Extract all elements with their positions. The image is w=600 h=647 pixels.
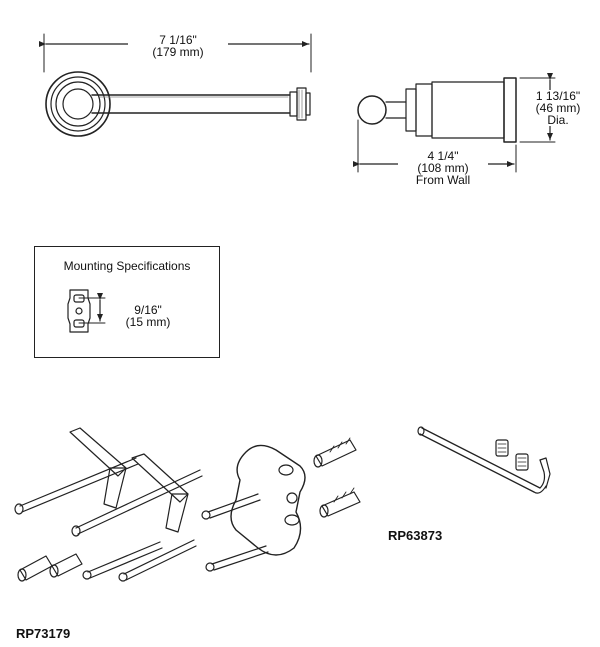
depth-mm: (108 mm): [417, 161, 469, 175]
spacing-inches: 9/16": [134, 303, 162, 317]
holder-side-view: [353, 73, 556, 173]
hardware-kit-rp63873: [417, 426, 551, 494]
hex-key: [419, 427, 541, 493]
toggle-wing-2: [131, 453, 189, 503]
diameter-mm: (46 mm): [535, 101, 581, 115]
width-dimension-label: 7 1/16" (179 mm): [128, 34, 228, 58]
mounting-bracket-sketch: [67, 289, 106, 333]
paper-bar: [91, 94, 291, 114]
wall-anchor-1: [315, 439, 357, 467]
width-inches: 7 1/16": [159, 33, 197, 47]
rosette: [45, 71, 111, 137]
set-screw-1: [495, 439, 509, 457]
mounting-specifications-title: Mounting Specifications: [63, 259, 191, 273]
hardware-kit-rp73179: [14, 427, 361, 582]
diameter-note: Dia.: [547, 113, 569, 127]
side-body: [431, 81, 505, 139]
mounting-bracket: [230, 444, 306, 556]
toggle-wing-1: [69, 427, 127, 477]
wood-screw-2: [123, 539, 197, 581]
width-mm: (179 mm): [152, 45, 204, 59]
set-screw-2: [515, 453, 529, 471]
spacing-mm: (15 mm): [125, 315, 171, 329]
depth-inches: 4 1/4": [427, 149, 459, 163]
small-anchor-1: [19, 555, 53, 581]
part-number-rp63873: RP63873: [388, 528, 443, 543]
bar-end-cap: [296, 87, 307, 121]
depth-dimension-label: 4 1/4" (108 mm) From Wall: [398, 150, 488, 186]
mounting-specifications-box: Mounting Specifications: [34, 246, 220, 358]
long-bolt-1: [19, 457, 139, 513]
wood-screw-1: [87, 541, 163, 579]
bracket-screw-1: [207, 493, 261, 519]
long-bolt-2: [75, 469, 203, 535]
depth-note: From Wall: [415, 173, 471, 187]
diameter-dimension-label: 1 13/16" (46 mm) Dia.: [528, 90, 588, 126]
diameter-inches: 1 13/16": [535, 89, 581, 103]
part-number-rp73179: RP73179: [16, 626, 71, 641]
bracket-screw-2: [211, 545, 269, 571]
small-anchor-2: [51, 553, 83, 577]
bar-end-ball: [357, 95, 387, 125]
holder-front-view: [39, 33, 312, 137]
spacing-dimension-label: 9/16" (15 mm): [108, 304, 188, 328]
